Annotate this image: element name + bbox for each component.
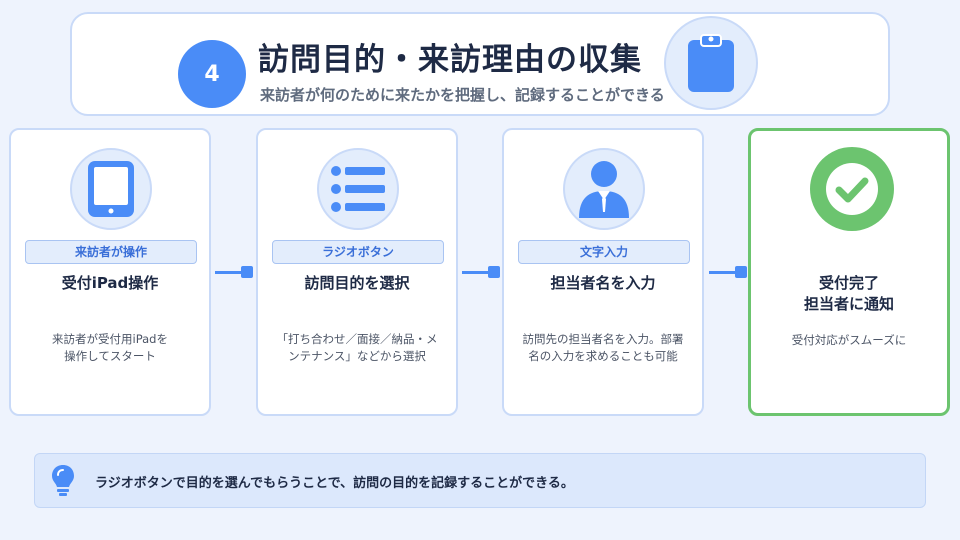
check-icon: [826, 163, 878, 215]
step-title: 受付完了 担当者に通知: [751, 273, 947, 315]
step-icon-circle: [317, 148, 399, 230]
step-description: 訪問先の担当者名を入力。部署 名の入力を求めることも可能: [522, 332, 684, 363]
step-title-line2: 担当者に通知: [803, 295, 894, 313]
page-title: 訪問目的・来訪理由の収集: [258, 42, 642, 78]
step-tag: 来訪者が操作: [25, 240, 197, 264]
list-icon: [331, 166, 385, 212]
page-subtitle: 来訪者が何のために来たかを把握し、記録することができる: [260, 86, 665, 104]
step-card-contact: 文字入力 担当者名を入力 訪問先の担当者名を入力。部署 名の入力を求めることも可…: [502, 128, 704, 416]
step-icon-circle: [563, 148, 645, 230]
step-description: 受付対応がスムーズに: [791, 333, 907, 347]
step-number: 4: [204, 61, 220, 87]
step-title-line1: 受付完了: [818, 274, 879, 292]
step-card-purpose: ラジオボタン 訪問目的を選択 「打ち合わせ／面接／納品・メ ンテナンス」などから…: [256, 128, 458, 416]
clipboard-icon: [688, 34, 734, 92]
step-title: 受付iPad操作: [61, 274, 159, 292]
step-tag: 文字入力: [518, 240, 690, 264]
person-icon: [579, 161, 629, 218]
success-badge: [810, 147, 894, 231]
lightbulb-icon: [52, 465, 74, 496]
clipboard-badge: [664, 16, 758, 110]
step-card-complete: 受付完了 担当者に通知 受付対応がスムーズに: [748, 128, 950, 416]
flow-connector: [709, 266, 747, 278]
step-icon-circle: [70, 148, 152, 230]
tip-text: ラジオボタンで目的を選んでもらうことで、訪問の目的を記録することができる。: [95, 476, 574, 491]
step-description: 来訪者が受付用iPadを 操作してスタート: [52, 332, 168, 363]
step-description: 「打ち合わせ／面接／納品・メ ンテナンス」などから選択: [276, 332, 438, 363]
flow-connector: [462, 266, 500, 278]
step-number-badge: 4: [178, 40, 246, 108]
step-title: 担当者名を入力: [550, 274, 656, 292]
step-title: 訪問目的を選択: [304, 274, 410, 292]
step-tag: ラジオボタン: [272, 240, 444, 264]
flow-connector: [215, 266, 253, 278]
header-panel: 4 訪問目的・来訪理由の収集 来訪者が何のために来たかを把握し、記録することがで…: [70, 12, 890, 116]
step-card-ipad: 来訪者が操作 受付iPad操作 来訪者が受付用iPadを 操作してスタート: [9, 128, 211, 416]
tip-banner: ラジオボタンで目的を選んでもらうことで、訪問の目的を記録することができる。: [34, 453, 926, 508]
tablet-icon: [88, 161, 134, 217]
